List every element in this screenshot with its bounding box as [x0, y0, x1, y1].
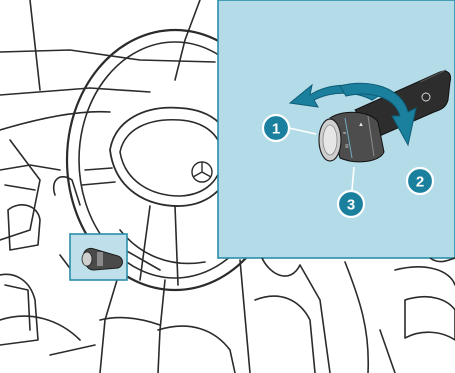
callout-1: 1: [263, 115, 289, 141]
callout-2-label: 2: [416, 174, 424, 191]
svg-text:▲: ▲: [358, 122, 364, 128]
stalk-location-highlight: [70, 234, 127, 280]
callout-3: 3: [338, 191, 364, 217]
callout-2: 2: [407, 168, 433, 194]
svg-text:≡: ≡: [345, 144, 349, 150]
callout-1-label: 1: [272, 121, 280, 138]
detail-panel: ≈ ≡ ▲ 1 2: [218, 0, 455, 258]
brand-logo-icon: [192, 162, 212, 182]
callout-3-label: 3: [347, 197, 355, 214]
